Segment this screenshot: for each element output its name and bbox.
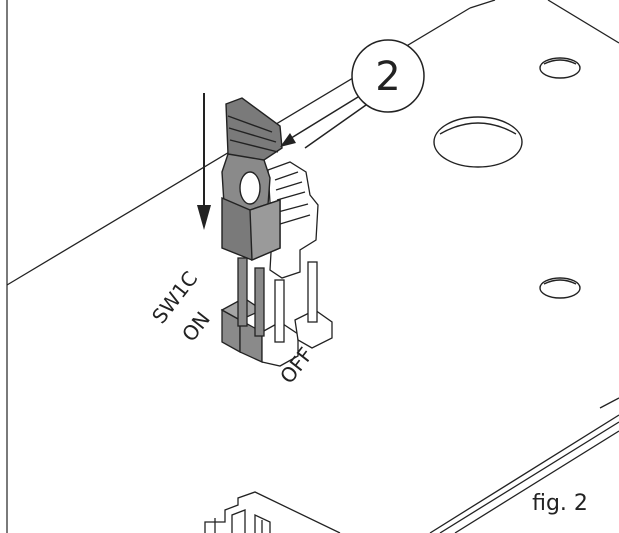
mounting-hole-small-top xyxy=(539,57,581,79)
jumper-off-position xyxy=(267,161,319,279)
leader-arrow-icon xyxy=(280,96,367,149)
jumper-being-inserted xyxy=(221,97,283,262)
mounting-holes xyxy=(433,57,581,299)
pin-header xyxy=(220,257,333,367)
label-on: ON xyxy=(177,307,215,346)
mounting-hole-small-bottom xyxy=(539,277,581,299)
callout: 2 xyxy=(280,39,425,149)
bottom-connector xyxy=(204,491,341,533)
callout-number: 2 xyxy=(375,54,400,100)
callout-circle xyxy=(351,39,425,113)
edge-connector-slot xyxy=(429,397,619,533)
pin-4 xyxy=(307,261,318,323)
figure-caption: fig. 2 xyxy=(532,491,588,516)
pin-1 xyxy=(237,257,248,327)
pin-2 xyxy=(254,267,265,337)
pin-3 xyxy=(274,279,285,343)
down-arrow-icon xyxy=(197,93,211,230)
mounting-hole-large xyxy=(433,116,523,168)
